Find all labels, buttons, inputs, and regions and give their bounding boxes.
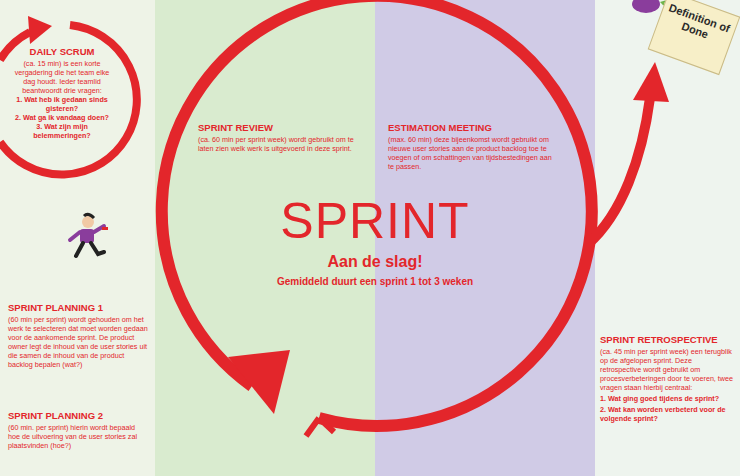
daily-loop <box>0 25 137 175</box>
heading: DAILY SCRUM <box>14 46 110 57</box>
planning1-block: SPRINT PLANNING 1 (60 min per sprint) wor… <box>8 302 148 369</box>
sprint-cycle-arrow <box>162 0 592 426</box>
body-text: Aan de slag! <box>210 252 540 271</box>
body-text: (60 min per sprint) wordt gehouden om he… <box>8 315 148 369</box>
body-text: (60 min. per sprint) hierin wordt bepaal… <box>8 423 148 450</box>
left-ground <box>0 0 155 476</box>
arrow-head <box>228 350 290 414</box>
sprint-center: SPRINT Aan de slag! Gemiddeld duurt een sp… <box>210 196 540 288</box>
heading: SPRINT PLANNING 1 <box>8 302 148 313</box>
daily-arrow-head <box>28 16 52 44</box>
heading: SPRINT <box>210 196 540 246</box>
body-text: 1. Wat ging goed tijdens de sprint? <box>600 394 734 403</box>
body-text: 2. Wat ga ik vandaag doen? <box>14 113 110 122</box>
body-text: 1. Wat heb ik gedaan sinds gisteren? <box>14 95 110 113</box>
body-text: (ca. 45 min per sprint week) een terugbl… <box>600 347 734 392</box>
body-text: 2. Wat kan worden verbeterd voor de volg… <box>600 405 734 423</box>
planning2-block: SPRINT PLANNING 2 (60 min. per sprint) hi… <box>8 410 148 450</box>
estimation-block: ESTIMATION MEETING (max. 60 min) deze bij… <box>388 122 554 171</box>
plant <box>632 0 660 13</box>
body-text: (ca. 15 min) is een korte vergadering di… <box>14 59 110 95</box>
review-block: SPRINT REVIEW (ca. 60 min per sprint week… <box>198 122 356 153</box>
daily-scrum-block: DAILY SCRUM (ca. 15 min) is een korte ver… <box>14 46 110 140</box>
retrospective-block: SPRINT RETROSPECTIVE (ca. 45 min per spri… <box>600 334 734 423</box>
body-text: (ca. 60 min per sprint week) wordt gebru… <box>198 135 356 153</box>
done-arrow <box>588 98 650 244</box>
done-arrow-head <box>633 62 669 102</box>
heading: SPRINT RETROSPECTIVE <box>600 334 734 345</box>
body-text: Gemiddeld duurt een sprint 1 tot 3 weken <box>210 275 540 288</box>
body-text: (max. 60 min) deze bijeenkomst wordt geb… <box>388 135 554 171</box>
heading: ESTIMATION MEETING <box>388 122 554 133</box>
daily-loop <box>0 32 30 60</box>
running-figure <box>70 214 108 256</box>
body-text: 3. Wat zijn mijn belemmeringen? <box>14 122 110 140</box>
heading: SPRINT PLANNING 2 <box>8 410 148 421</box>
arrow-tail <box>306 418 334 436</box>
heading: SPRINT REVIEW <box>198 122 356 133</box>
